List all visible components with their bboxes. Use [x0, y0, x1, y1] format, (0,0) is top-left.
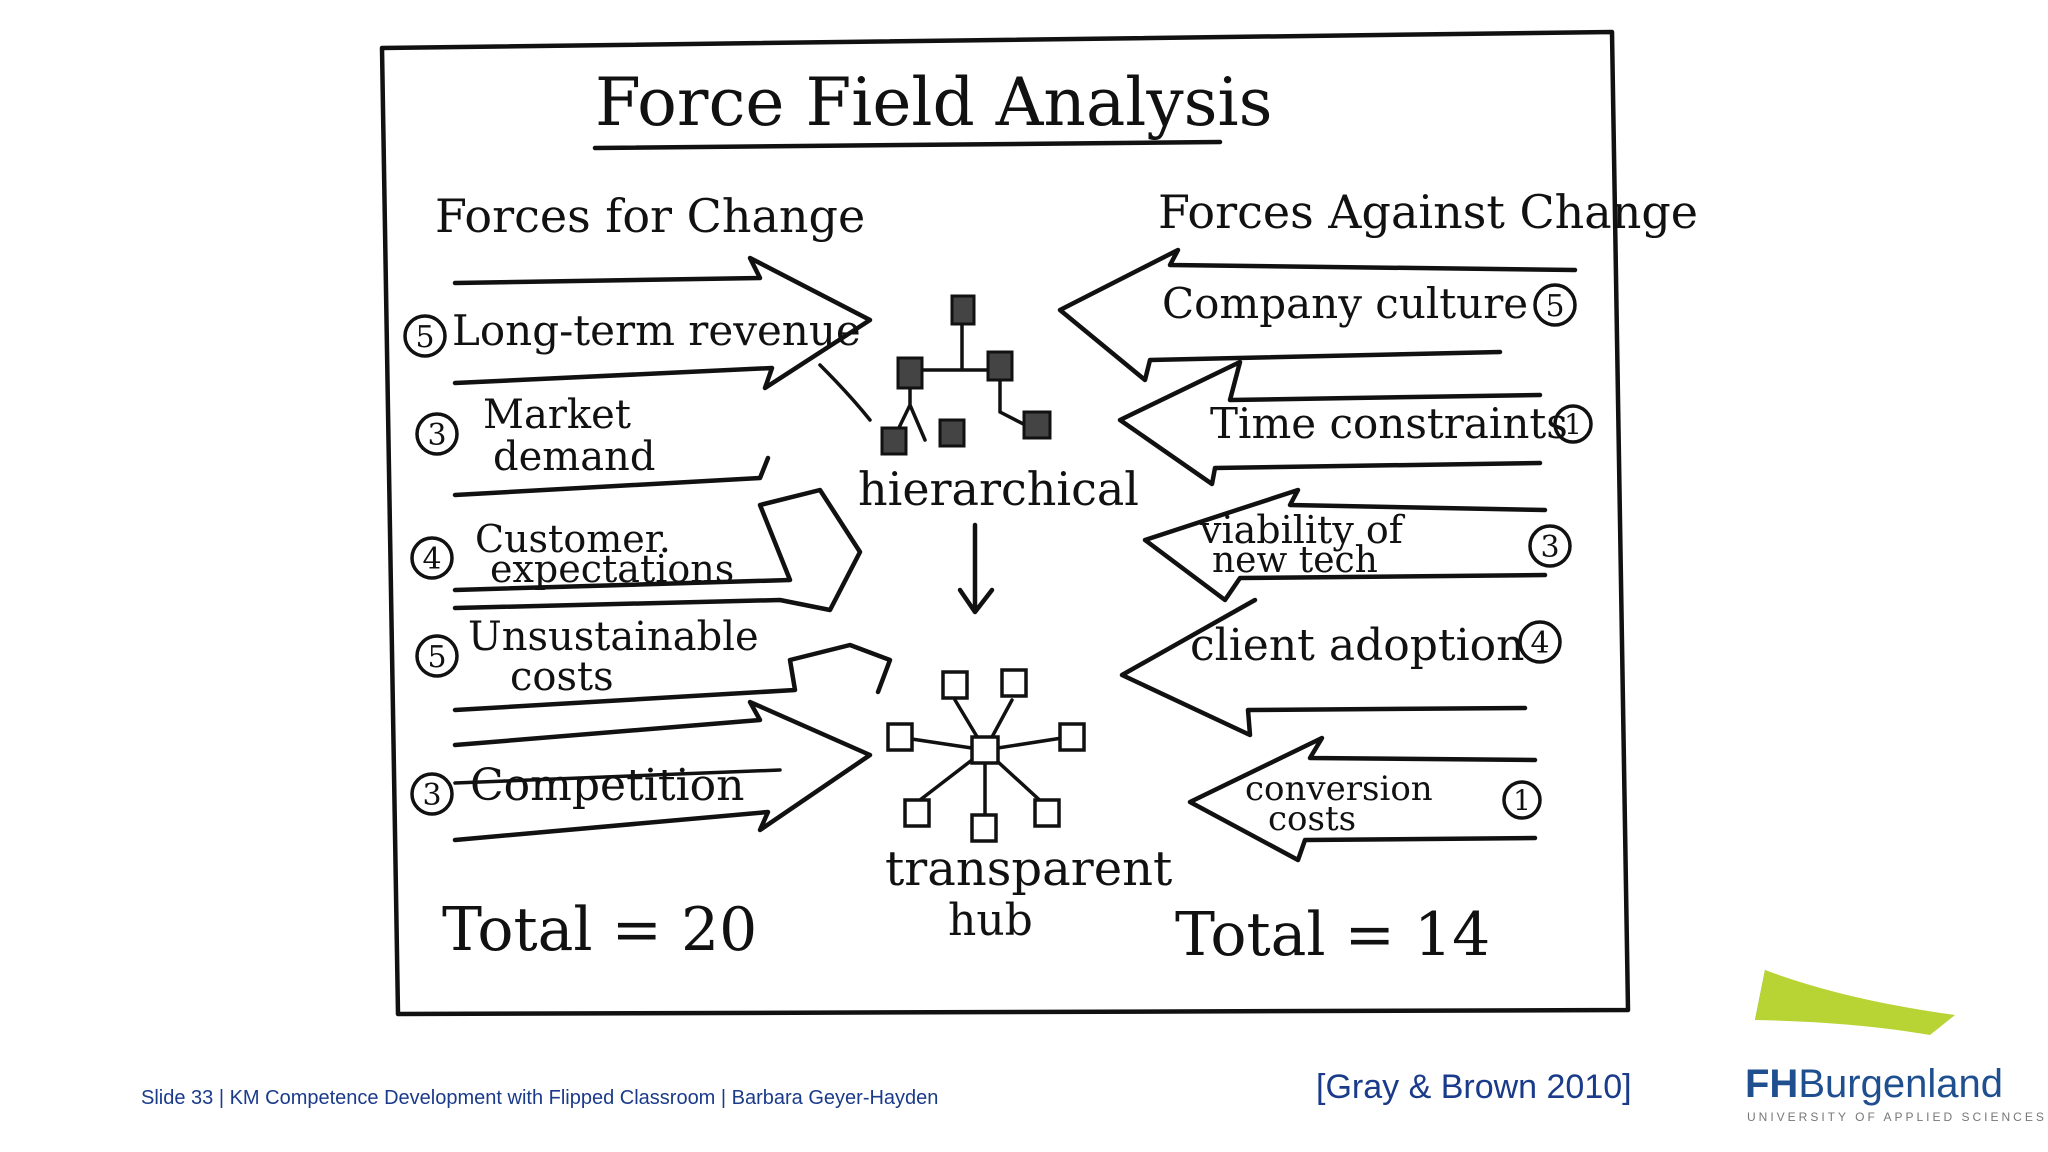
arrow-against-1: [1057, 247, 1578, 383]
arrow-for-4: [452, 642, 893, 713]
for-item-4-score: 5: [427, 640, 446, 675]
arrow-against-4: [1119, 597, 1528, 738]
for-item-3-label-1: Customer.: [475, 517, 671, 561]
against-item-5: conversion costs 1: [1245, 769, 1542, 839]
forces-for-total: Total = 20: [442, 895, 757, 965]
for-item-3-score: 4: [422, 542, 441, 577]
for-item-1-score: 5: [415, 320, 434, 355]
for-item-1-label: Long-term revenue: [452, 306, 861, 355]
against-item-5-label-1: conversion: [1245, 769, 1433, 809]
against-item-3: viability of new tech 3: [1199, 508, 1572, 581]
forces-against-heading: Forces Against Change: [1158, 185, 1698, 239]
for-item-4-label-1: Unsustainable: [468, 614, 759, 660]
for-item-2-score: 3: [427, 418, 446, 453]
center-bottom-label-1: transparent: [885, 841, 1172, 897]
for-item-3: 4 Customer. expectations: [410, 517, 734, 591]
center-bottom-label-2: hub: [948, 895, 1033, 946]
against-item-5-score: 1: [1513, 784, 1531, 817]
hierarchy-icon: [880, 294, 1052, 456]
center-top-label: hierarchical: [858, 462, 1139, 516]
for-item-5: 3 Competition: [410, 760, 744, 816]
for-item-1: 5 Long-term revenue: [403, 306, 861, 358]
for-item-5-label: Competition: [470, 760, 744, 811]
logo-swoosh-icon: [1755, 970, 1955, 1035]
arrow-against-3: [1142, 487, 1548, 603]
against-item-4: client adoption 4: [1190, 620, 1562, 671]
arrow-against-2: [1117, 359, 1543, 487]
for-item-4-label-2: costs: [510, 654, 614, 700]
hub-icon: [886, 668, 1086, 843]
for-item-2-label-1: Market: [483, 392, 631, 438]
diagram-frame: [379, 29, 1631, 1017]
arrow-for-3: [452, 487, 863, 613]
logo-tagline: UNIVERSITY OF APPLIED SCIENCES: [1747, 1110, 2047, 1124]
against-item-4-score: 4: [1530, 626, 1549, 661]
forces-against-total: Total = 14: [1175, 900, 1490, 970]
for-item-5-score: 3: [422, 778, 441, 813]
logo-wordmark: FHBurgenland: [1745, 1062, 2003, 1106]
against-item-3-label-1: viability of: [1199, 508, 1406, 552]
slide-footer: Slide 33 | KM Competence Development wit…: [141, 1087, 939, 1109]
against-item-2-score: 1: [1564, 408, 1582, 441]
against-item-2-label: Time constraints: [1210, 399, 1568, 448]
diagram-title: Force Field Analysis: [595, 64, 1273, 141]
down-arrow: [957, 522, 995, 615]
against-item-5-label-2: costs: [1268, 799, 1356, 839]
against-item-2: Time constraints 1: [1210, 399, 1593, 448]
for-item-2-label-2: demand: [493, 434, 655, 480]
fh-burgenland-logo: FHBurgenland UNIVERSITY OF APPLIED SCIEN…: [1735, 960, 2044, 1130]
forces-for-heading: Forces for Change: [435, 189, 865, 243]
arrow-against-5: [1187, 735, 1538, 863]
against-item-3-label-2: new tech: [1212, 540, 1378, 581]
arrow-for-5: [452, 699, 873, 843]
against-item-1: Company culture 5: [1162, 279, 1577, 328]
against-item-1-score: 5: [1545, 289, 1564, 324]
for-item-3-label-2: expectations: [490, 547, 734, 591]
title-underline: [592, 139, 1223, 151]
against-item-1-label: Company culture: [1162, 279, 1528, 328]
arrow-for-2: [452, 455, 771, 498]
against-item-4-label: client adoption: [1190, 620, 1524, 671]
for-item-4: 5 Unsustainable costs: [415, 614, 759, 700]
citation: [Gray & Brown 2010]: [1316, 1068, 1632, 1106]
for-item-2: 3 Market demand: [415, 392, 655, 480]
arrow-for-1: [452, 255, 873, 422]
against-item-3-score: 3: [1540, 530, 1559, 565]
